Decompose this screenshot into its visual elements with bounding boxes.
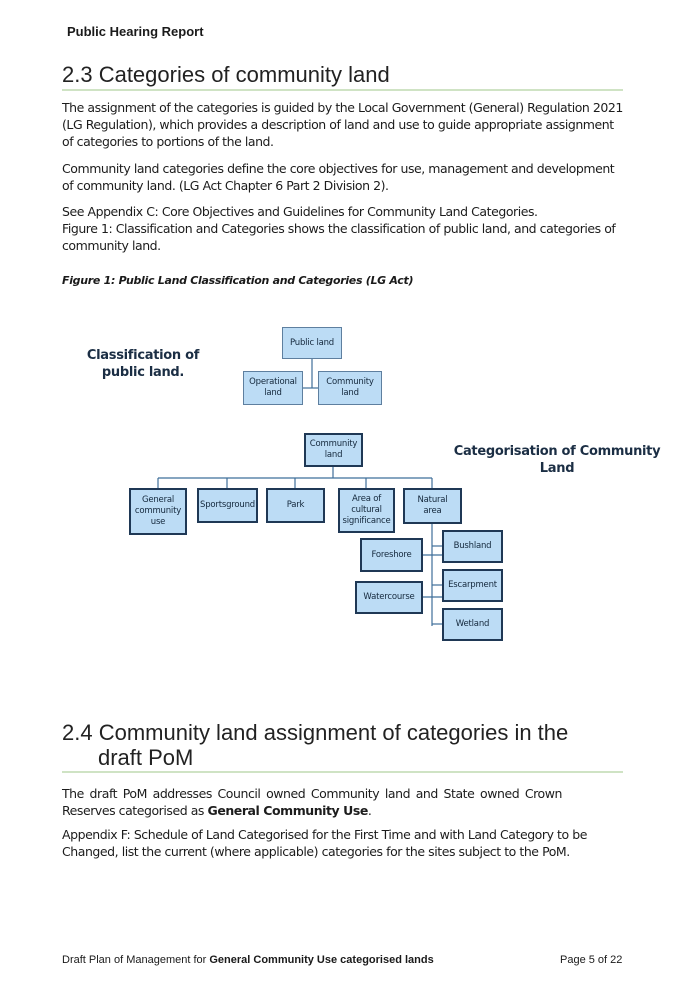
node-wetland-label: Wetland [455, 619, 490, 629]
node-label-line: Community [309, 439, 358, 449]
classification-label-line2: public land. [101, 365, 185, 380]
node-label-line: significance [342, 516, 391, 526]
paragraph-appendix-reference: See Appendix C: Core Objectives and Guid… [62, 203, 627, 254]
node-sportsground: Sportsground [197, 488, 258, 523]
paragraph-core-objectives: Community land categories define the cor… [62, 161, 615, 193]
paragraph-categories-guidance: The assignment of the categories is guid… [62, 100, 623, 149]
figure-1-reference: Figure 1: Classification and Categories … [62, 221, 616, 253]
section-2-4-heading-line2: draft PoM [98, 745, 194, 770]
node-sportsground-label: Sportsground [200, 500, 255, 510]
classification-label: Classification of public land. [80, 347, 206, 381]
section-2-3-heading: 2.3 Categories of community land [62, 62, 623, 91]
paragraph-appendix-f: Appendix F: Schedule of Land Categorised… [62, 827, 587, 859]
node-label-line: Area of [351, 494, 382, 504]
node-public-land: Public land [282, 327, 342, 359]
node-label-line: area [423, 506, 442, 516]
node-wetland: Wetland [442, 608, 503, 641]
node-label-line: Community [326, 377, 374, 387]
node-label-line: General [141, 495, 175, 505]
general-community-use-emphasis: General Community Use [207, 803, 369, 818]
classification-label-line1: Classification of [86, 348, 200, 363]
figure-caption: Figure 1: Public Land Classification and… [62, 274, 414, 287]
footer-title-prefix: Draft Plan of Management for [62, 954, 207, 966]
node-escarpment-label: Escarpment [448, 580, 497, 590]
node-label-line: Natural [417, 495, 448, 505]
node-park-label: Park [286, 500, 305, 510]
sentence-end: . [367, 803, 372, 818]
diagram-connectors [157, 359, 442, 626]
node-foreshore-label: Foreshore [371, 549, 412, 560]
node-label-line: land [324, 450, 343, 460]
footer-document-title: Draft Plan of Management for General Com… [62, 954, 434, 966]
appendix-c-reference: See Appendix C: Core Objectives and Guid… [62, 204, 538, 219]
node-watercourse-label: Watercourse [363, 592, 415, 602]
node-label-line: community [134, 506, 182, 516]
node-label-line: land [341, 388, 359, 398]
draft-pom-scope-text: The draft PoM addresses Council owned Co… [62, 786, 562, 818]
node-label-line: use [150, 517, 166, 527]
node-public-land-label: Public land [289, 337, 334, 348]
node-foreshore: Foreshore [360, 538, 423, 572]
node-bushland: Bushland [442, 530, 503, 563]
paragraph-draft-pom-scope: The draft PoM addresses Council owned Co… [62, 785, 562, 819]
node-label-line: land [264, 388, 282, 398]
node-label-line: cultural [351, 505, 382, 515]
node-bushland-label: Bushland [453, 541, 492, 551]
report-header: Public Hearing Report [67, 24, 204, 39]
categorisation-label-line1: Categorisation of Community [453, 444, 661, 459]
footer-page-number: Page 5 of 22 [560, 954, 623, 966]
footer-title-bold: General Community Use categorised lands [209, 954, 434, 966]
land-classification-diagram: Classification of public land. Categoris… [0, 300, 682, 660]
node-watercourse: Watercourse [355, 581, 423, 614]
section-2-4-heading: 2.4 Community land assignment of categor… [62, 720, 623, 773]
section-2-4-heading-line1: 2.4 Community land assignment of categor… [62, 720, 569, 745]
categorisation-label-line2: Land [539, 461, 575, 476]
node-label-line: Operational [249, 377, 297, 387]
node-park: Park [266, 488, 325, 523]
categorisation-label: Categorisation of Community Land [452, 443, 662, 477]
node-escarpment: Escarpment [442, 569, 503, 602]
